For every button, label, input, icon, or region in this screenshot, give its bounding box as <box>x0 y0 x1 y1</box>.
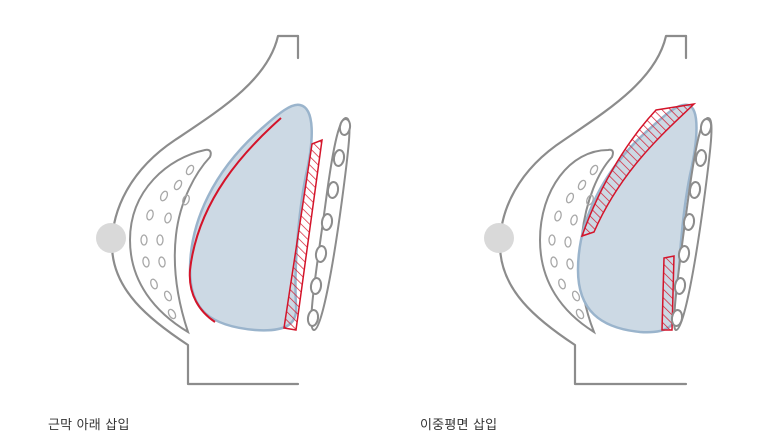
fascia-line <box>188 117 282 323</box>
ribs <box>306 116 352 332</box>
subfascial-illustration <box>96 34 352 386</box>
implant <box>188 103 313 332</box>
diagram-dual-plane: 이중평면 삽입 <box>382 0 763 446</box>
gland-tissue <box>538 148 614 335</box>
dual-plane-illustration <box>484 34 713 386</box>
ribs <box>670 116 713 332</box>
gland-lobules <box>140 164 195 320</box>
nipple-marker <box>96 223 126 253</box>
caption-subfascial: 근막 아래 삽입 <box>48 418 130 433</box>
caption-dual-plane: 이중평면 삽입 <box>420 418 498 433</box>
breast-outline <box>498 34 688 386</box>
nipple-marker <box>484 223 514 253</box>
breast-outline <box>110 34 300 386</box>
gland-lobules <box>548 164 599 320</box>
pectoral-muscle-lower <box>661 255 675 331</box>
pectoral-muscle-upper <box>580 102 697 238</box>
pectoral-muscle <box>283 138 323 331</box>
gland-tissue <box>128 148 212 335</box>
diagram-subfascial: 근막 아래 삽입 <box>48 34 352 433</box>
